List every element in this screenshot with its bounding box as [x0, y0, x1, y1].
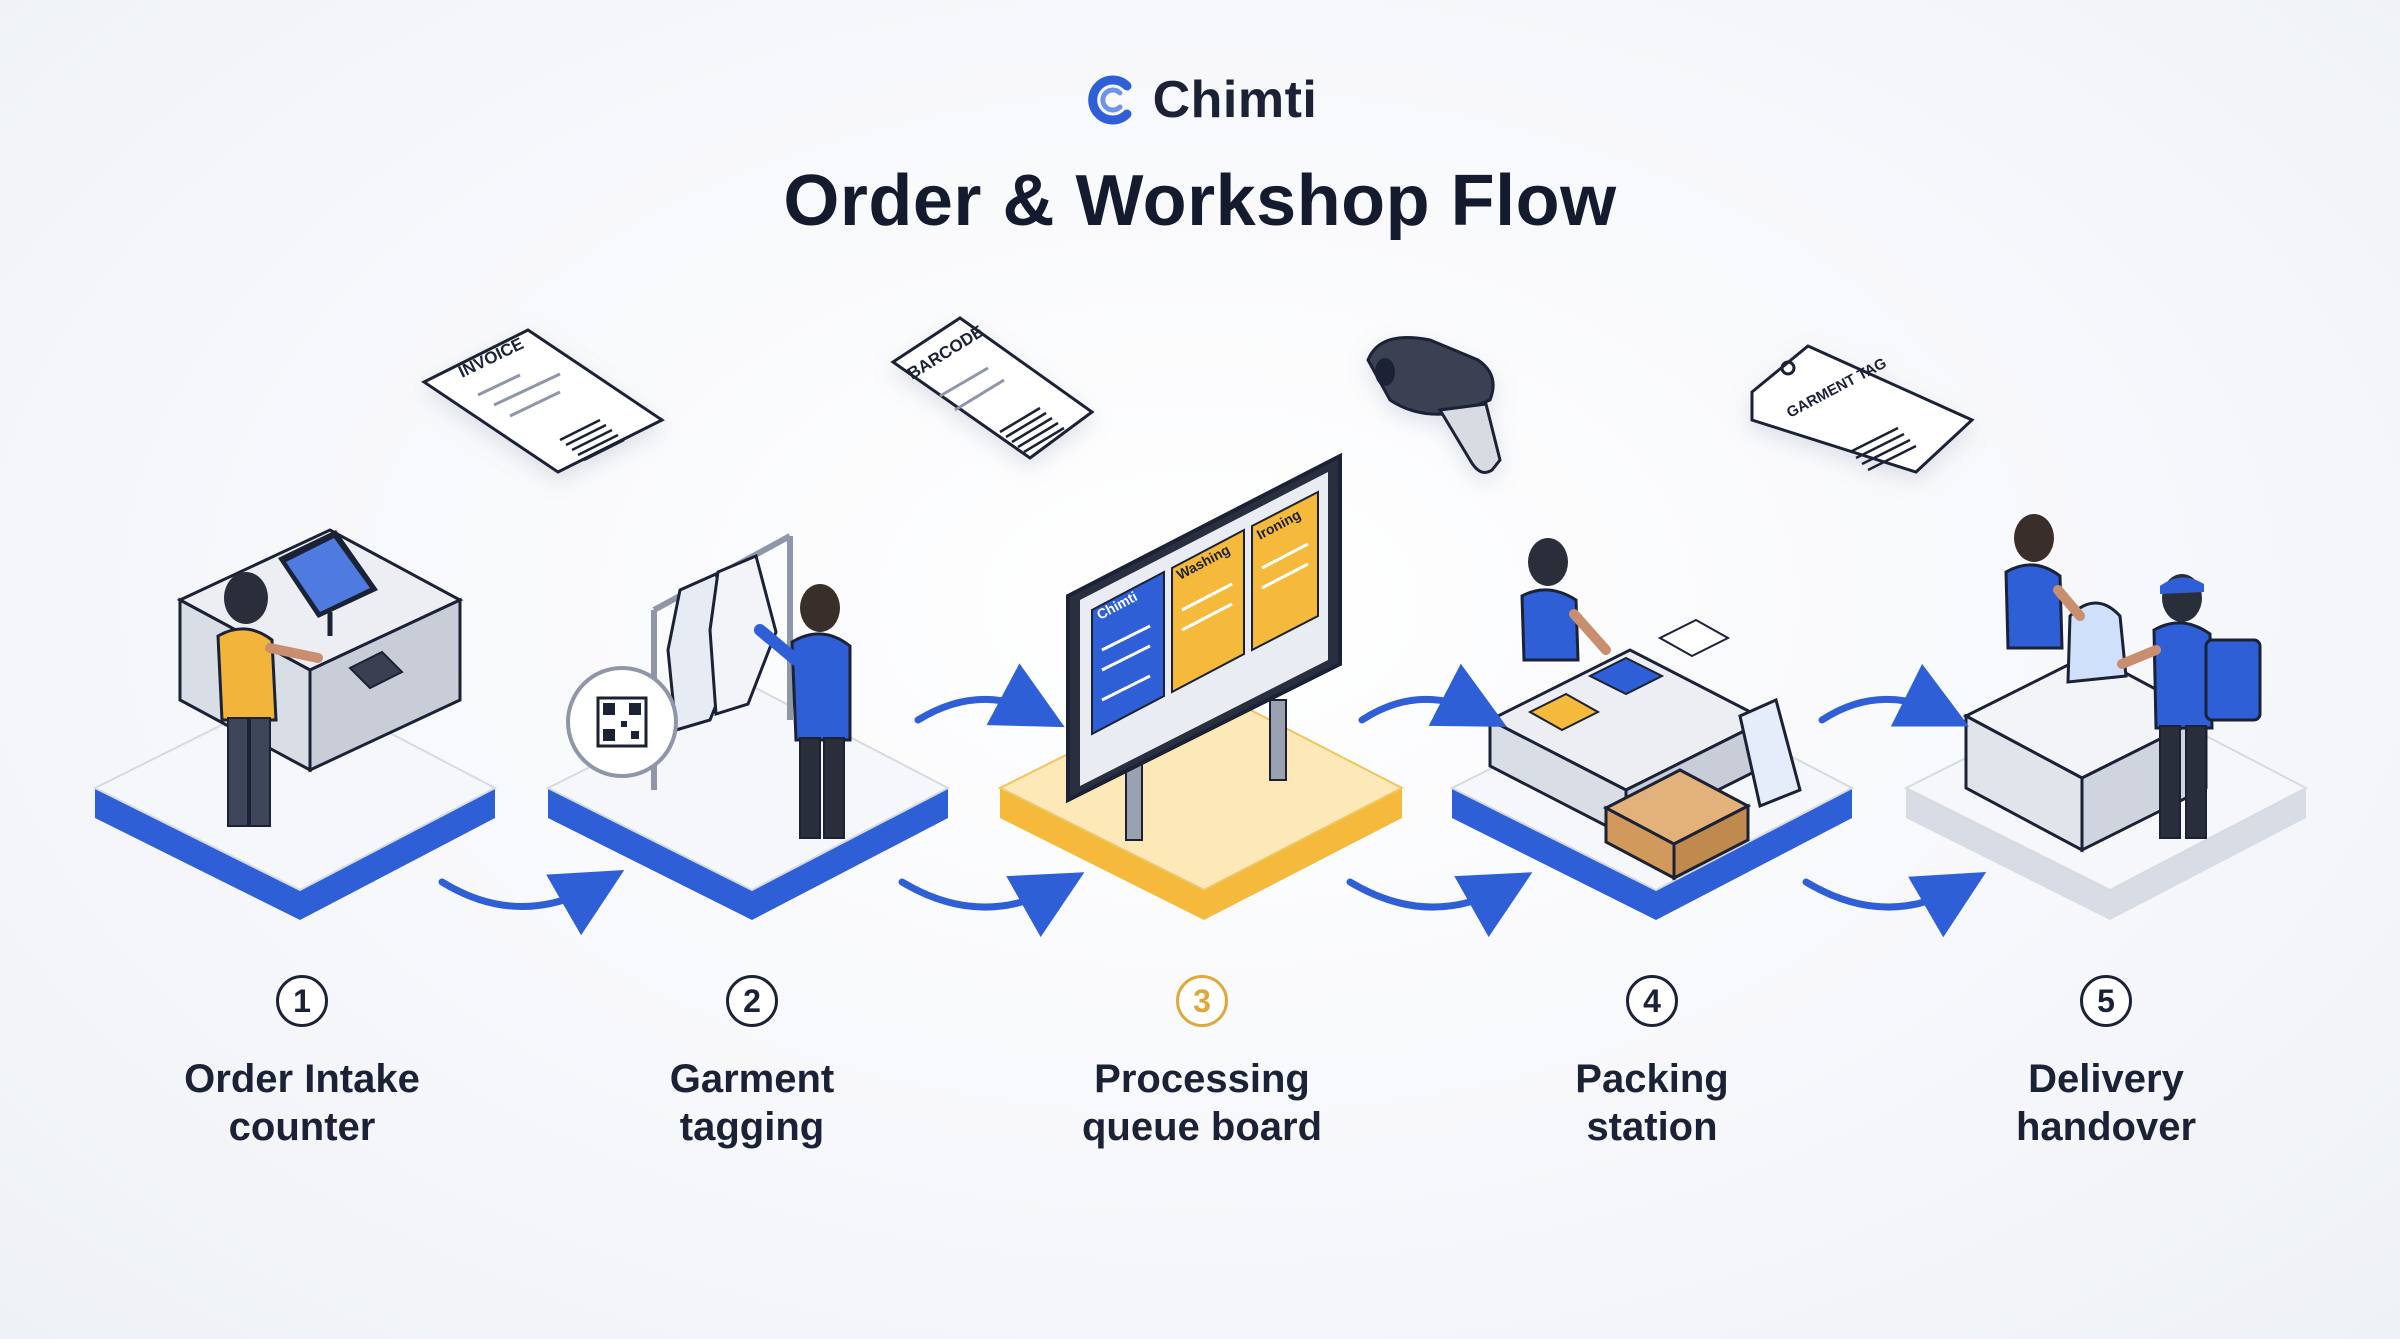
step-title-line2: handover [2015, 1105, 2197, 1149]
staff-figure [2004, 514, 2085, 650]
step-title: Delivery handover [1926, 1055, 2286, 1151]
pos-monitor-icon [278, 530, 378, 636]
step-title: Processing queue board [1022, 1055, 1382, 1151]
garment-tag-icon: GARMENT TAG [1750, 344, 1975, 474]
step-5: 5 Delivery handover [1926, 975, 2286, 1151]
tagging-worker-figure [754, 584, 852, 839]
step-title-line2: queue board [1081, 1105, 1323, 1149]
flow-arrow-4-5-upper [1818, 663, 1970, 727]
step-title-line1: Order Intake [184, 1057, 420, 1101]
step-number-badge: 3 [1176, 975, 1228, 1027]
flow-arrow-2-3-upper [914, 663, 1065, 728]
step-title-line2: station [1586, 1105, 1718, 1149]
step-2: 2 Garment tagging [572, 975, 932, 1151]
flow-arrow-2-3-lower [898, 872, 1085, 938]
brand-name: Chimti [1152, 71, 1318, 129]
flow-arrow-3-4-lower [1346, 872, 1533, 938]
step-number-badge: 4 [1626, 975, 1678, 1027]
flow-arrow-1-2 [438, 870, 625, 936]
cardboard-box-icon [1602, 768, 1752, 881]
step-number-badge: 2 [726, 975, 778, 1027]
flow-arrow-3-4-upper [1358, 663, 1507, 727]
platform-packing-station [1449, 538, 1855, 920]
platform-garment-tagging [545, 533, 951, 920]
barcode-paper-icon: BARCODE [890, 316, 1095, 460]
step-title-line2: counter [228, 1105, 376, 1149]
step-1: 1 Order Intake counter [122, 975, 482, 1151]
platform-processing-queue: Chimti Washing Ironing [997, 452, 1405, 920]
clerk-figure [216, 572, 323, 827]
platform-order-intake [92, 528, 498, 920]
step-3: 3 Processing queue board [1022, 975, 1382, 1151]
flow-arrow-4-5-lower [1802, 871, 1987, 938]
platform-delivery-handover [1903, 514, 2309, 920]
barcode-scanner-icon [1366, 336, 1502, 474]
step-title: Packing station [1472, 1055, 1832, 1151]
step-number-badge: 5 [2080, 975, 2132, 1027]
packer-figure [1520, 538, 1611, 662]
step-title-line1: Garment [669, 1057, 835, 1101]
chimti-c-logo-icon [1087, 75, 1132, 125]
step-title-line1: Processing [1094, 1057, 1310, 1101]
step-title-line1: Delivery [2028, 1057, 2184, 1101]
step-4: 4 Packing station [1472, 975, 1832, 1151]
invoice-paper-icon: INVOICE [421, 328, 665, 474]
brand-header: Chimti [0, 70, 2400, 130]
step-title-line1: Packing [1575, 1057, 1729, 1101]
courier-figure [2117, 574, 2262, 839]
step-title: Order Intake counter [122, 1055, 482, 1151]
qr-tag-icon [566, 666, 678, 778]
step-number-badge: 1 [276, 975, 328, 1027]
page-title: Order & Workshop Flow [783, 161, 1617, 241]
step-title-line2: tagging [679, 1105, 825, 1149]
step-title: Garment tagging [572, 1055, 932, 1151]
